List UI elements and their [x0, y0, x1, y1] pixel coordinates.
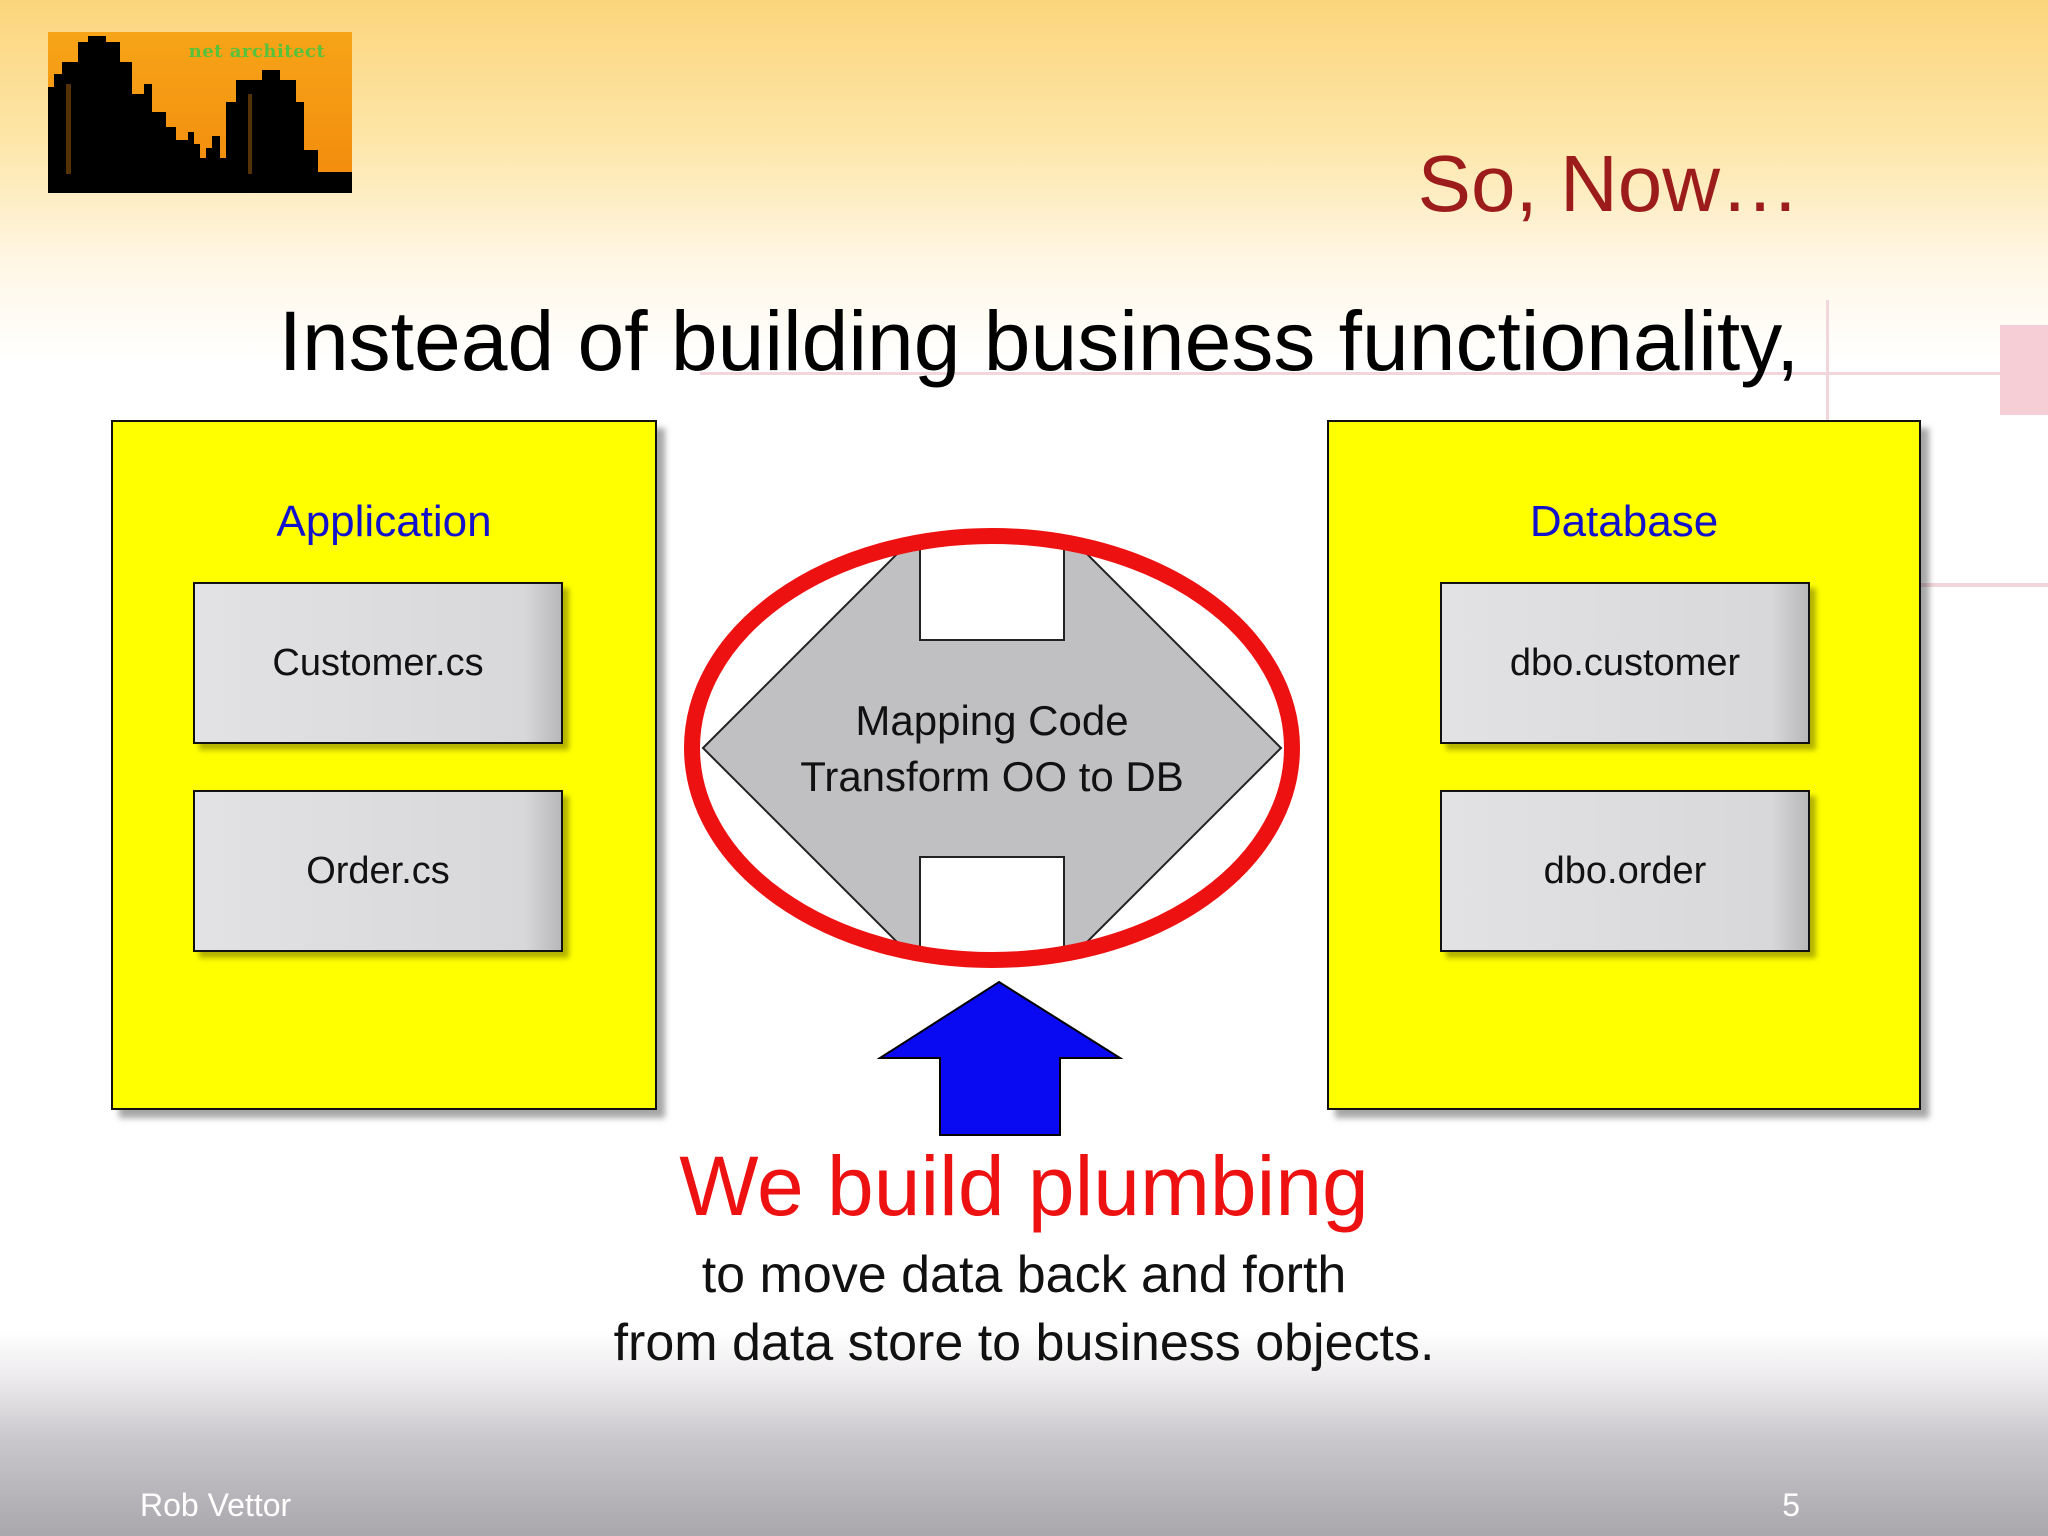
application-panel: Application Customer.cs Order.cs — [111, 420, 657, 1110]
net-architect-logo: net architect — [48, 32, 352, 193]
city-skyline-icon — [48, 36, 352, 193]
up-arrow-icon — [876, 980, 1124, 1136]
database-panel: Database dbo.customer dbo.order — [1327, 420, 1921, 1110]
decorative-block — [2000, 325, 2048, 415]
slide-title: So, Now… — [1417, 139, 1800, 228]
highlight-ellipse — [684, 528, 1300, 968]
entity-order-cs: Order.cs — [193, 790, 563, 952]
top-notch — [919, 536, 1065, 641]
mapping-shape — [701, 536, 1283, 960]
headline: Instead of building business functionali… — [278, 294, 1800, 388]
decorative-line — [700, 372, 2000, 375]
decorative-line — [1920, 583, 2048, 587]
application-label: Application — [276, 497, 492, 546]
database-label: Database — [1529, 497, 1719, 546]
mapping-line-1: Mapping Code — [855, 697, 1129, 744]
decorative-line — [1826, 300, 1829, 430]
entity-dbo-customer: dbo.customer — [1440, 582, 1810, 744]
bottom-notch — [919, 856, 1065, 960]
page-number: 5 — [1782, 1487, 1800, 1523]
callout-line-1: to move data back and forth — [701, 1246, 1347, 1304]
logo-text: net architect — [188, 41, 326, 62]
callout-line-2: from data store to business objects. — [613, 1314, 1435, 1372]
entity-customer-cs: Customer.cs — [193, 582, 563, 744]
callout-headline: We build plumbing — [679, 1139, 1369, 1233]
entity-dbo-order: dbo.order — [1440, 790, 1810, 952]
mapping-line-2: Transform OO to DB — [800, 753, 1184, 800]
mapping-diagram — [684, 528, 1300, 1136]
footer-author: Rob Vettor — [140, 1487, 292, 1523]
